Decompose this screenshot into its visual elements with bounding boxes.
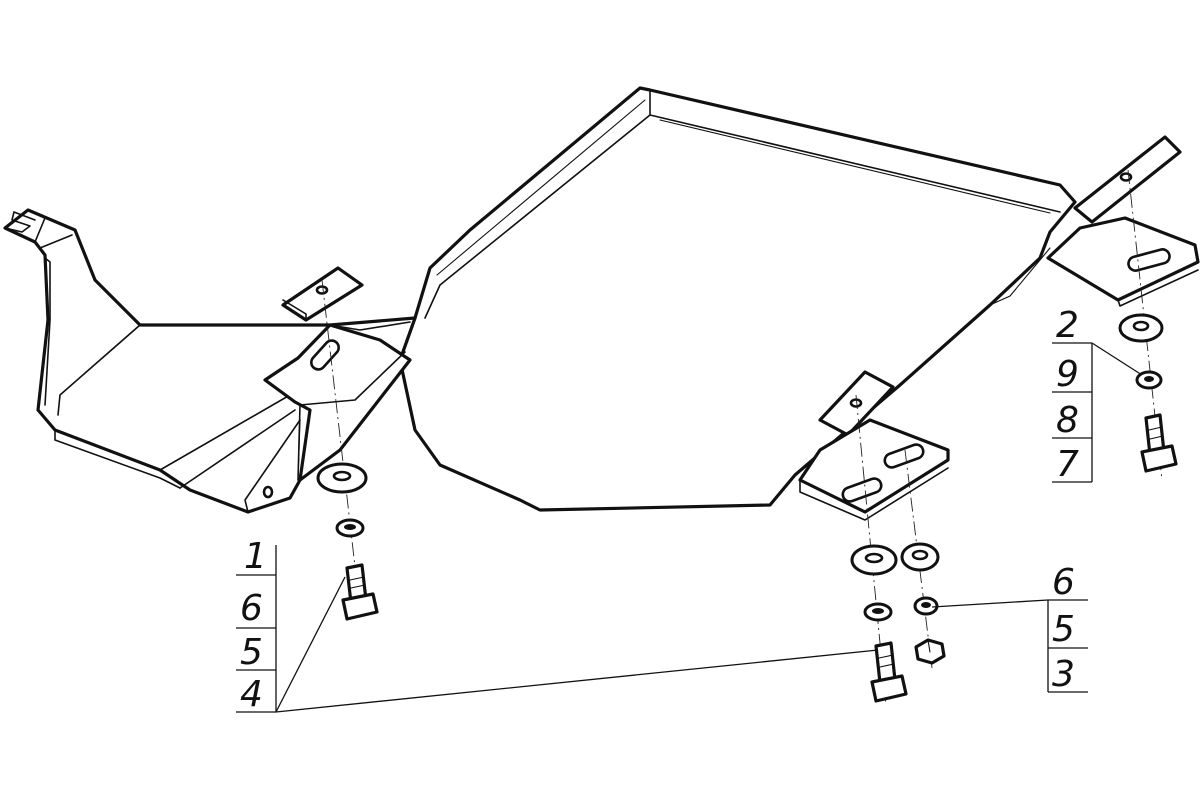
- plate-hole: [1119, 172, 1133, 182]
- left-bracket-slot: [310, 339, 340, 371]
- middle-bracket: [798, 418, 950, 521]
- callout-label: 6: [1052, 562, 1075, 603]
- callout-label: 7: [1056, 444, 1079, 485]
- plate-hole: [849, 398, 863, 408]
- left-bracket: [263, 323, 412, 482]
- callouts-left: 1 6 5 4: [240, 536, 267, 715]
- callout-label: 8: [1056, 400, 1079, 441]
- callout-label: 1: [244, 536, 267, 577]
- right-slot: [1127, 248, 1171, 272]
- callout-label: 5: [240, 632, 263, 673]
- plate-hole: [315, 285, 329, 295]
- left-fasteners: [316, 462, 379, 621]
- callout-label: 6: [240, 588, 263, 629]
- callout-label: 2: [1056, 305, 1079, 346]
- middle-slot-front: [841, 477, 883, 503]
- callout-label: 3: [1052, 654, 1075, 695]
- main-plate: [398, 86, 1077, 512]
- left-nut-plate: [281, 266, 364, 322]
- callout-label: 5: [1052, 609, 1075, 650]
- right-bracket: [1046, 216, 1200, 307]
- right-fasteners: [1118, 313, 1178, 473]
- middle-fasteners: [850, 542, 946, 703]
- callout-label: 9: [1056, 354, 1079, 395]
- callout-label: 4: [240, 674, 263, 715]
- side-hole: [262, 485, 274, 499]
- bolt: [341, 563, 379, 621]
- nut: [914, 638, 946, 665]
- callouts-right-bottom: 6 5 3: [1052, 562, 1075, 695]
- callouts-right-top: 2 9 8 7: [1056, 305, 1079, 485]
- right-nut-plate: [1073, 135, 1182, 224]
- bolt: [1140, 413, 1178, 473]
- bolt: [870, 641, 908, 703]
- leader-lines: [236, 342, 1143, 713]
